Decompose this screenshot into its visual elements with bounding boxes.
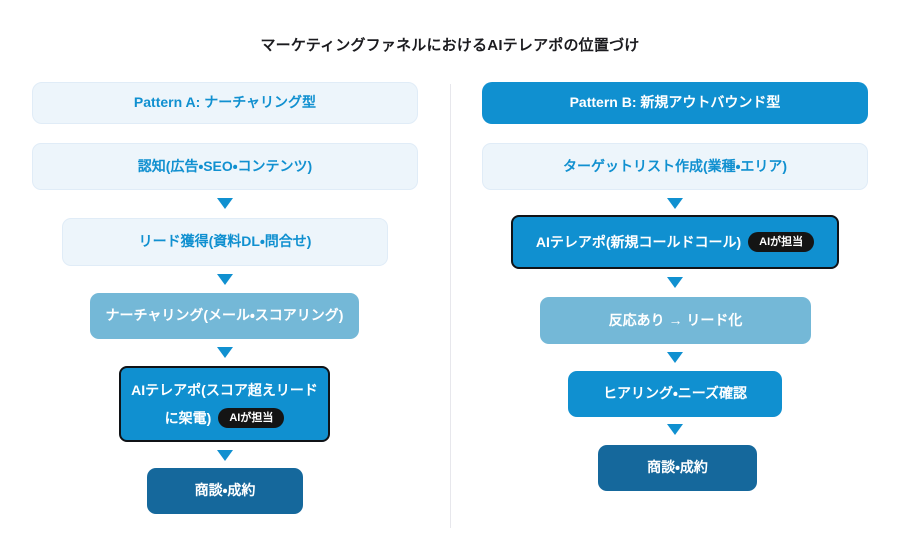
step-lead-conversion: 反応あり → リード化 — [540, 297, 811, 344]
pattern-a-header: Pattern A: ナーチャリング型 — [32, 82, 418, 124]
step-nurturing: ナーチャリング(メール・スコアリング) — [90, 293, 359, 339]
arrow-down-icon — [217, 450, 233, 461]
arrow-down-icon — [217, 274, 233, 285]
step-ai-telepo-b-label: AIテレアポ(新規コールドコール) — [535, 234, 742, 250]
arrow-down-icon — [667, 424, 683, 435]
arrow-down-icon — [667, 198, 683, 209]
step-ai-telepo-a: AIテレアポ(スコア超えリードに架電)AIが担当 — [119, 366, 330, 442]
step-ai-telepo-a-label: AIテレアポ(スコア超えリードに架電) — [131, 382, 318, 426]
step-lead-gen: リード獲得(資料DL・問合せ) — [62, 218, 388, 266]
step-awareness: 認知(広告・SEO・コンテンツ) — [32, 143, 418, 190]
step-ai-telepo-a-content: AIテレアポ(スコア超えリードに架電)AIが担当 — [131, 376, 318, 432]
ai-badge: AIが担当 — [218, 408, 285, 429]
step-target-list: ターゲットリスト作成(業種・エリア) — [482, 143, 868, 190]
arrow-down-icon — [217, 198, 233, 209]
column-divider — [450, 84, 451, 528]
step-ai-telepo-b-content: AIテレアポ(新規コールドコール) AIが担当 — [535, 228, 815, 256]
arrow-down-icon — [217, 347, 233, 358]
ai-badge: AIが担当 — [748, 232, 815, 253]
step-ai-telepo-b: AIテレアポ(新規コールドコール) AIが担当 — [511, 215, 839, 269]
step-hearing: ヒアリング・ニーズ確認 — [568, 371, 782, 417]
step-deal-b: 商談・成約 — [598, 445, 757, 491]
arrow-down-icon — [667, 277, 683, 288]
step-deal-a: 商談・成約 — [147, 468, 303, 514]
pattern-b-header: Pattern B: 新規アウトバウンド型 — [482, 82, 868, 124]
arrow-down-icon — [667, 352, 683, 363]
page-title: マーケティングファネルにおけるAIテレアポの位置づけ — [260, 37, 640, 54]
